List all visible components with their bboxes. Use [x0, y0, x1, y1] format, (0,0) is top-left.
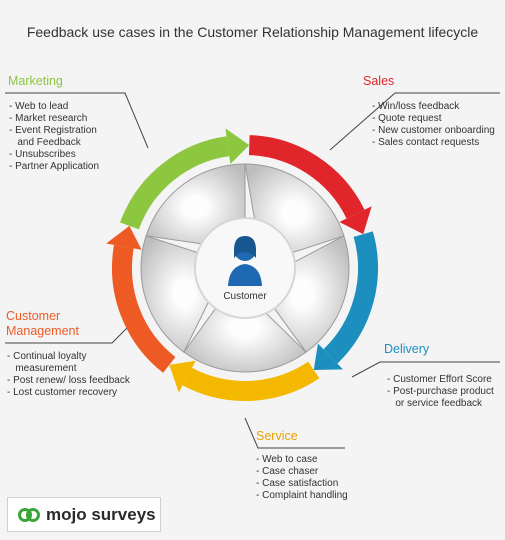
list-item: - Case chaser [256, 466, 319, 477]
list-item: - Partner Application [9, 161, 100, 172]
marketing-leader-line [5, 92, 149, 149]
customer-management-use-cases: - Continual loyalty measurement - Post r… [7, 351, 130, 399]
service-leader-line [244, 417, 345, 449]
sales-leader-line [329, 92, 500, 151]
ring-segment-marketing [120, 136, 230, 230]
stage-title-sales: Sales [363, 74, 395, 88]
inner-sector-service [183, 281, 307, 373]
stage-title-line: Management [6, 324, 79, 338]
service-use-cases: - Web to case - Case chaser - Case satis… [256, 454, 348, 502]
list-item: - Lost customer recovery [7, 387, 118, 398]
inner-sector-delivery [254, 235, 350, 353]
ring-segment-sales [248, 135, 365, 219]
customer-label: Customer [223, 291, 267, 302]
ring-arrowhead-service [169, 360, 196, 393]
ring-segment-delivery [323, 231, 378, 364]
list-item: - Customer Effort Score [387, 374, 492, 385]
customer-management-leader-line [5, 327, 128, 344]
ring-arrowhead-sales [339, 206, 372, 235]
marketing-use-cases: - Web to lead - Market research - Event … [9, 101, 99, 173]
list-item: - Case satisfaction [256, 478, 339, 489]
ring-arrowhead-delivery [313, 343, 343, 370]
ring-segment-customer-management [112, 244, 176, 373]
list-item: and Feedback [9, 137, 81, 148]
mojo-surveys-logo: mojo surveys [7, 497, 161, 532]
ring-arrowhead-marketing [225, 128, 250, 165]
link-icon [18, 507, 40, 522]
list-item: - Quote request [372, 113, 442, 124]
delivery-leader-line [351, 361, 500, 378]
list-item: or service feedback [387, 398, 483, 409]
ring-arrowhead-customer-management [106, 225, 142, 250]
list-item: - Event Registration [9, 125, 97, 136]
list-item: - Win/loss feedback [372, 101, 460, 112]
stage-title-customer-management: Customer Management [6, 309, 79, 339]
list-item: - Web to case [256, 454, 318, 465]
list-item: - Post-purchase product [387, 386, 494, 397]
stage-title-delivery: Delivery [384, 342, 430, 356]
list-item: - Continual loyalty [7, 351, 87, 362]
list-item: measurement [7, 363, 77, 374]
delivery-use-cases: - Customer Effort Score - Post-purchase … [387, 374, 494, 410]
logo-text: mojo surveys [46, 504, 156, 524]
sales-use-cases: - Win/loss feedback - Quote request - Ne… [372, 101, 495, 149]
list-item: - Post renew/ loss feedback [7, 375, 130, 386]
ring-segment-service [182, 361, 320, 401]
list-item: - Web to lead [9, 101, 69, 112]
list-item: - Market research [9, 113, 88, 124]
stage-title-service: Service [256, 429, 298, 443]
stage-title-line: Customer [6, 309, 61, 323]
stage-title-marketing: Marketing [8, 74, 63, 88]
person-icon [228, 236, 262, 286]
diagram-title: Feedback use cases in the Customer Relat… [26, 24, 479, 40]
list-item: - Sales contact requests [372, 137, 480, 148]
list-item: - New customer onboarding [372, 125, 495, 136]
list-item: - Unsubscribes [9, 149, 76, 160]
list-item: - Complaint handling [256, 490, 348, 501]
